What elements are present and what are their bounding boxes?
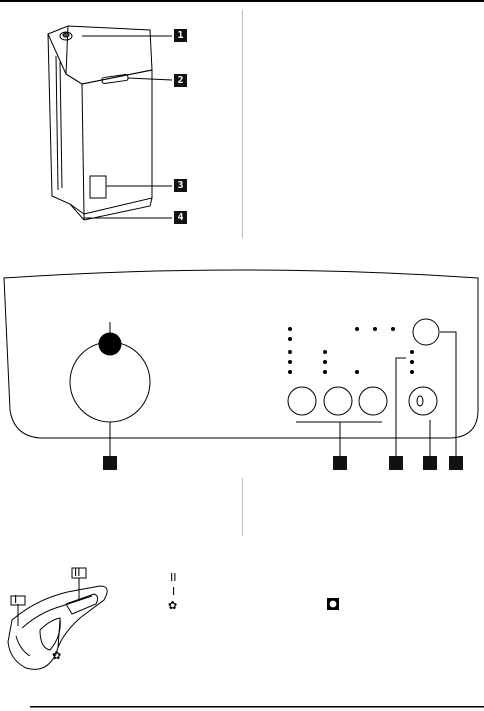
legend-prewash: I bbox=[172, 586, 175, 598]
legend-main-wash: II bbox=[170, 572, 177, 584]
dispenser-label-prewash: I bbox=[14, 594, 17, 606]
dispenser-label-softener: ✿ bbox=[52, 650, 61, 662]
on-off-indicator-icon bbox=[327, 598, 339, 610]
dispenser-label-main-wash: II bbox=[74, 567, 81, 579]
legend-softener: ✿ bbox=[168, 600, 177, 612]
